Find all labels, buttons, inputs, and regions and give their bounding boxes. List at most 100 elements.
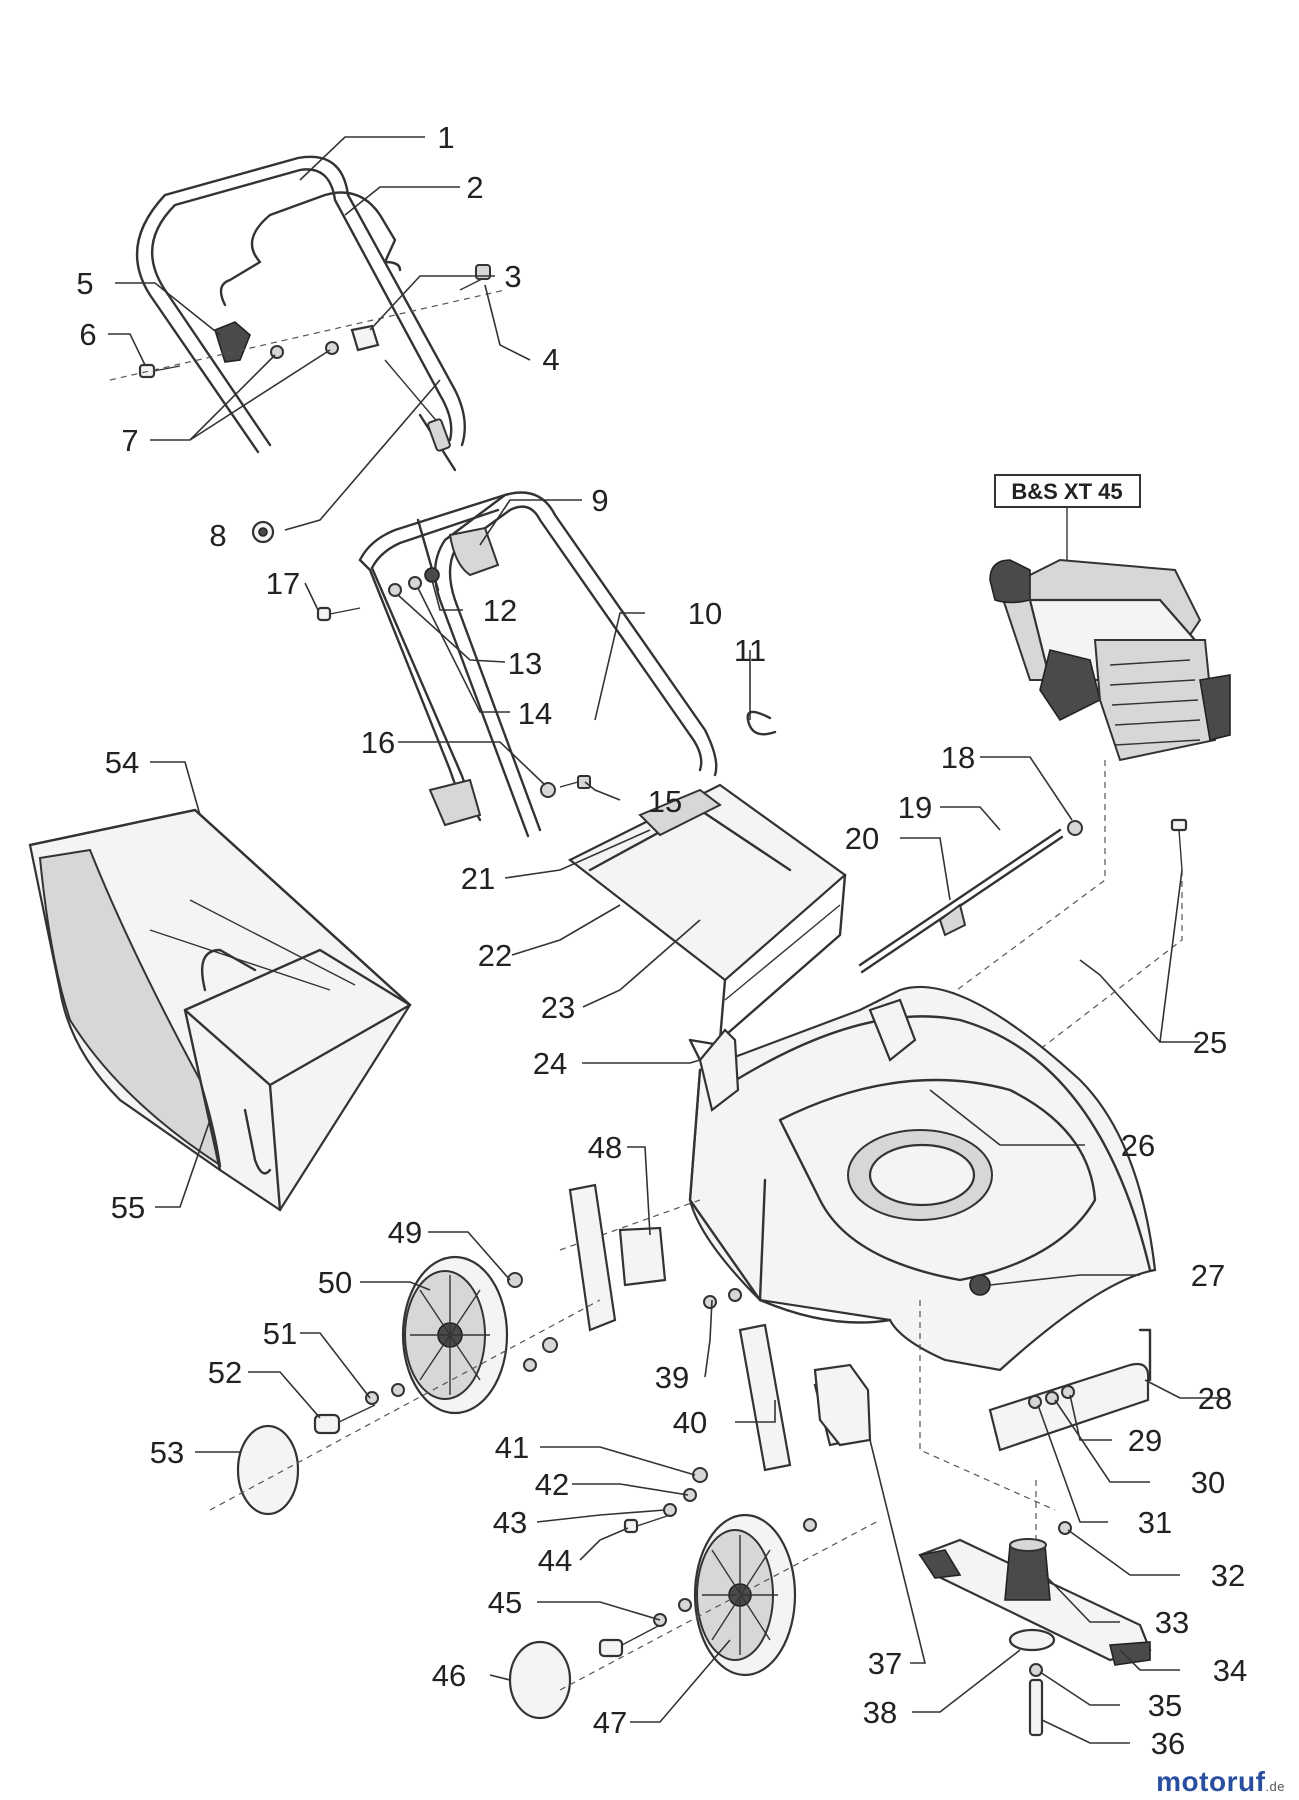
axle-bolt-52 xyxy=(313,1404,376,1435)
callout-29: 29 xyxy=(1128,1423,1162,1458)
knob-9 xyxy=(448,526,500,577)
callout-46: 46 xyxy=(432,1658,466,1693)
dash-upper xyxy=(109,289,506,381)
callout-4: 4 xyxy=(542,342,559,377)
blade-washer-38 xyxy=(1008,1628,1056,1652)
callout-16: 16 xyxy=(361,725,395,760)
watermark-text: motoruf xyxy=(1156,1766,1266,1797)
bolt-25 xyxy=(1170,818,1188,871)
hubcap-53 xyxy=(236,1424,300,1516)
front-wheel-47 xyxy=(693,1513,797,1677)
callout-24: 24 xyxy=(533,1046,567,1081)
clamp-3 xyxy=(350,324,380,352)
callout-3: 3 xyxy=(504,259,521,294)
callout-18: 18 xyxy=(941,740,975,775)
nut-18 xyxy=(1067,820,1083,836)
callout-45: 45 xyxy=(488,1585,522,1620)
mower-deck xyxy=(688,985,1157,1372)
hubcap-46 xyxy=(508,1640,572,1720)
flap-axle xyxy=(858,828,1064,974)
callout-31: 31 xyxy=(1138,1505,1172,1540)
rear-flap xyxy=(567,783,847,1062)
screw-17 xyxy=(316,606,361,622)
callout-47: 47 xyxy=(593,1705,627,1740)
callout-8: 8 xyxy=(209,518,226,553)
callout-15: 15 xyxy=(648,784,682,819)
dash-right-bracket xyxy=(919,1300,1056,1511)
callout-9: 9 xyxy=(591,483,608,518)
axle-bolt-front xyxy=(598,1514,671,1658)
knob-lower xyxy=(428,778,482,827)
watermark-tld: .de xyxy=(1265,1779,1285,1794)
callout-11: 11 xyxy=(734,633,766,668)
dash-bolt-deck xyxy=(999,870,1183,1081)
callout-13: 13 xyxy=(508,646,542,681)
height-bracket-28 xyxy=(988,1328,1152,1452)
callout-37: 37 xyxy=(868,1646,902,1681)
callout-48: 48 xyxy=(588,1130,622,1165)
callout-34: 34 xyxy=(1213,1653,1247,1688)
callout-36: 36 xyxy=(1151,1726,1185,1761)
nut-32 xyxy=(1058,1521,1072,1535)
callout-23: 23 xyxy=(541,990,575,1025)
callout-6: 6 xyxy=(79,317,96,352)
callout-26: 26 xyxy=(1121,1128,1155,1163)
rear-wheel-50 xyxy=(401,1255,509,1415)
cable-8 xyxy=(384,359,451,452)
bracket-37 xyxy=(813,1363,872,1447)
washers-7 xyxy=(270,341,339,359)
callout-1: 1 xyxy=(437,120,454,155)
washers-51-49 xyxy=(365,1272,558,1405)
nut-8 xyxy=(251,520,275,544)
callout-50: 50 xyxy=(318,1265,352,1300)
callout-42: 42 xyxy=(535,1467,569,1502)
leader-lines xyxy=(108,136,1225,1744)
dash-front-axle xyxy=(559,1519,881,1691)
callout-33: 33 xyxy=(1155,1605,1189,1640)
callout-44: 44 xyxy=(538,1543,572,1578)
callout-35: 35 xyxy=(1148,1688,1182,1723)
rear-wheel-bracket-48 xyxy=(568,1183,667,1332)
callout-22: 22 xyxy=(478,938,512,973)
callout-20: 20 xyxy=(845,821,879,856)
callout-40: 40 xyxy=(673,1405,707,1440)
cable-clip-5 xyxy=(214,321,251,363)
callout-19: 19 xyxy=(898,790,932,825)
callout-51: 51 xyxy=(263,1316,297,1351)
grass-bag xyxy=(28,808,412,1212)
callout-49: 49 xyxy=(388,1215,422,1250)
callout-labels: 1 2 3 4 5 6 7 8 9 10 11 12 13 14 15 16 1… xyxy=(76,120,1247,1761)
callout-39: 39 xyxy=(655,1360,689,1395)
callout-53: 53 xyxy=(150,1435,184,1470)
callout-55: 55 xyxy=(111,1190,145,1225)
callout-12: 12 xyxy=(483,593,517,628)
callout-52: 52 xyxy=(208,1355,242,1390)
screw-6 xyxy=(138,363,181,379)
callout-10: 10 xyxy=(688,596,722,631)
callout-32: 32 xyxy=(1211,1558,1245,1593)
watermark-logo: motoruf.de xyxy=(1156,1766,1285,1798)
callout-2: 2 xyxy=(466,170,483,205)
callout-27: 27 xyxy=(1191,1258,1225,1293)
callout-43: 43 xyxy=(493,1505,527,1540)
callout-25: 25 xyxy=(1193,1025,1227,1060)
blade-bolt-36 xyxy=(1028,1663,1044,1737)
callout-41: 41 xyxy=(495,1430,529,1465)
blade-adapter-33 xyxy=(1004,1538,1051,1601)
callout-54: 54 xyxy=(105,745,139,780)
engine: B&S XT 45 xyxy=(989,474,1231,762)
washers-13-14 xyxy=(388,576,422,597)
callout-28: 28 xyxy=(1198,1381,1232,1416)
callout-30: 30 xyxy=(1191,1465,1225,1500)
engine-label: B&S XT 45 xyxy=(1011,479,1122,504)
dash-rear-axle xyxy=(209,1299,601,1511)
clip-11 xyxy=(746,710,777,736)
callout-17: 17 xyxy=(266,566,300,601)
callout-38: 38 xyxy=(863,1695,897,1730)
callout-7: 7 xyxy=(121,423,138,458)
bolt-15-nut-16 xyxy=(540,775,591,798)
callout-21: 21 xyxy=(461,861,495,896)
control-bail xyxy=(219,191,402,307)
callout-14: 14 xyxy=(518,696,552,731)
